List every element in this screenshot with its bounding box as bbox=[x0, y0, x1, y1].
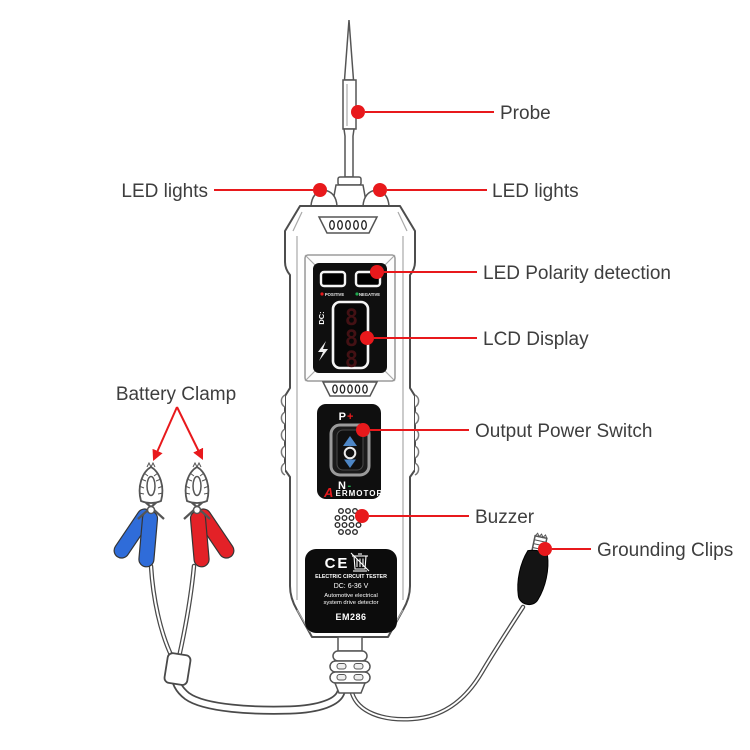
polarity-dot bbox=[370, 265, 384, 279]
ce-mark: CE bbox=[325, 555, 350, 572]
probe-label: Probe bbox=[500, 103, 551, 124]
battery-clamp-leader-left bbox=[152, 406, 178, 462]
switch-label: Output Power Switch bbox=[475, 421, 652, 442]
annotation-grounding: Grounding Clips bbox=[538, 540, 733, 561]
main-cable bbox=[170, 665, 346, 715]
top-vent bbox=[317, 216, 379, 234]
positive-label: POSITIVE bbox=[325, 292, 345, 297]
annotation-battery-clamp: Battery Clamp bbox=[116, 384, 236, 462]
annotation-led-left: LED lights bbox=[121, 181, 327, 202]
lcd-digit-3: 8 bbox=[345, 348, 358, 373]
plate-title: ELECTRIC CIRCUIT TESTER bbox=[315, 574, 387, 580]
plate-voltage: DC: 6-36 V bbox=[334, 583, 369, 590]
lcd-digit-2: 8 bbox=[345, 327, 358, 352]
grip-nubs-left bbox=[280, 394, 286, 476]
lower-vent bbox=[321, 381, 379, 397]
annotation-probe: Probe bbox=[351, 103, 551, 124]
rocker-up-icon bbox=[343, 436, 357, 446]
brand-logo-text: ERMOTOR bbox=[336, 489, 384, 498]
plate-desc-line1: Automotive electrical bbox=[324, 593, 377, 599]
lcd-screen: 8 8 8 DC: bbox=[317, 300, 370, 373]
n-minus-sign: - bbox=[348, 480, 352, 492]
lcd-dc-label: DC: bbox=[317, 311, 326, 324]
grounding-dot bbox=[538, 542, 552, 556]
battery-clamp-label: Battery Clamp bbox=[116, 384, 236, 405]
clamp-wire-left bbox=[148, 563, 175, 660]
buzzer-dot bbox=[355, 509, 369, 523]
grip-nubs-right bbox=[414, 394, 420, 476]
annotation-lcd: LCD Display bbox=[360, 329, 589, 350]
switch-dot bbox=[356, 423, 370, 437]
lightning-icon bbox=[318, 341, 328, 361]
rocker-down-icon bbox=[344, 459, 356, 468]
battery-clamp-red bbox=[182, 461, 238, 569]
negative-label: NEGATIVE bbox=[359, 292, 380, 297]
probe-dot bbox=[351, 105, 365, 119]
lcd-dot bbox=[360, 331, 374, 345]
led-lights-left-label: LED lights bbox=[121, 181, 208, 202]
grounding-clip bbox=[517, 532, 549, 606]
rocker-switch bbox=[336, 429, 364, 471]
p-plus-sign: + bbox=[347, 411, 353, 423]
clamp-wire-right bbox=[176, 563, 197, 660]
annotation-switch: Output Power Switch bbox=[356, 421, 652, 442]
annotation-polarity: LED Polarity detection bbox=[370, 263, 671, 284]
probe-tip bbox=[331, 19, 368, 208]
lcd-digit-1: 8 bbox=[345, 306, 358, 331]
plate-desc-line2: system drive detector bbox=[323, 600, 378, 606]
cable-sleeve bbox=[163, 652, 192, 686]
n-minus-label: N bbox=[338, 480, 346, 492]
led-lights-right-dot bbox=[373, 183, 387, 197]
brand-logo-a: A bbox=[323, 485, 333, 500]
led-lights-left-dot bbox=[313, 183, 327, 197]
battery-clamp-leader-right bbox=[176, 406, 204, 460]
p-plus-label: P bbox=[339, 411, 346, 423]
polarity-label: LED Polarity detection bbox=[483, 263, 671, 284]
annotation-led-right: LED lights bbox=[373, 181, 579, 202]
strain-relief bbox=[329, 636, 371, 694]
buzzer-label: Buzzer bbox=[475, 507, 535, 528]
led-lights-right-label: LED lights bbox=[492, 181, 579, 202]
battery-clamp-blue bbox=[110, 461, 166, 569]
spec-plate: CE ELECTRIC CIRCUIT TESTER DC: 6-36 V Au… bbox=[305, 549, 397, 633]
rocker-center-icon bbox=[343, 446, 357, 460]
annotation-buzzer: Buzzer bbox=[355, 507, 535, 528]
ground-wire bbox=[349, 604, 526, 722]
weee-icon bbox=[350, 552, 370, 572]
model-number: EM286 bbox=[335, 612, 366, 622]
power-switch-panel: P + N - A ERMOTOR bbox=[317, 404, 384, 500]
lcd-label: LCD Display bbox=[483, 329, 589, 350]
grounding-label: Grounding Clips bbox=[597, 540, 733, 561]
buzzer-holes bbox=[334, 508, 362, 536]
